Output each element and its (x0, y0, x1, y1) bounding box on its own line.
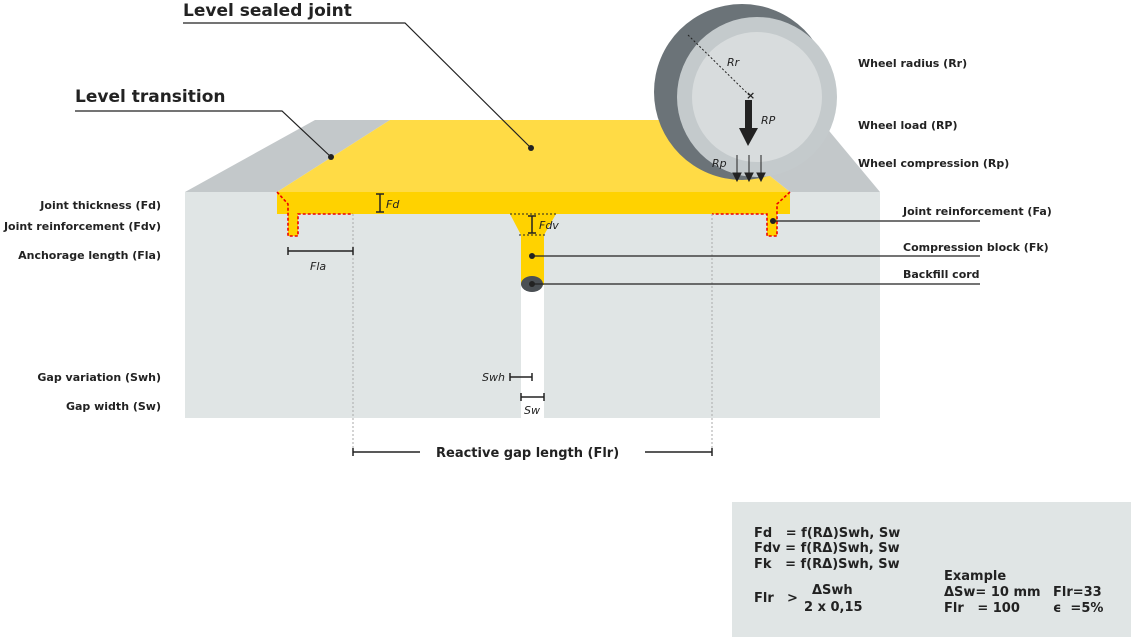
label-fdv: Joint reinforcement (Fdv) (3, 220, 161, 233)
formula-numerator: ΔSwh (812, 583, 853, 598)
wheel-hub (692, 32, 822, 162)
example-flr33: Flr=33 (1053, 585, 1102, 600)
formula-flr: Flr (754, 591, 774, 606)
label-backfill-cord: Backfill cord (903, 268, 980, 281)
sealed-joint-top (277, 120, 790, 192)
label-wheel-compression: Wheel compression (Rp) (858, 157, 1009, 170)
label-fd: Joint thickness (Fd) (39, 199, 161, 212)
formula-fd: Fd = f(RΔ)Swh, Sw (754, 526, 900, 541)
svg-text:×: × (746, 89, 755, 102)
fdv-dim: Fdv (539, 219, 559, 232)
formula-fdv: Fdv = f(RΔ)Swh, Sw (754, 541, 900, 556)
label-fa: Joint reinforcement (Fa) (902, 205, 1052, 218)
formula-denominator: 2 x 0,15 (804, 600, 863, 615)
compression-arrows (732, 155, 766, 183)
example-flr100: Flr = 100 (944, 601, 1020, 616)
joint-band (277, 192, 790, 214)
load-arrow (739, 100, 758, 146)
title-sealed-joint: Level sealed joint (183, 1, 352, 21)
label-fla: Anchorage length (Fla) (18, 249, 161, 262)
label-wheel-load: Wheel load (RP) (858, 119, 958, 132)
left-top-face (185, 120, 390, 192)
rr-dim: Rr (727, 56, 741, 69)
example-title: Example (944, 569, 1006, 584)
example-epsilon: ϵ =5% (1053, 601, 1103, 616)
RP-dim: RP (761, 114, 776, 127)
label-sw: Gap width (Sw) (66, 400, 161, 413)
formula-box (732, 502, 1131, 637)
fla-dim: Fla (310, 260, 326, 273)
compression-block (510, 214, 556, 285)
label-swh: Gap variation (Swh) (37, 371, 161, 384)
example-dsw: ΔSw= 10 mm (944, 585, 1041, 600)
sw-dim: Sw (524, 404, 540, 417)
swh-dim: Swh (482, 371, 505, 384)
formula-gt: > (787, 591, 798, 606)
formula-fk: Fk = f(RΔ)Swh, Sw (754, 557, 900, 572)
label-fk: Compression block (Fk) (903, 241, 1049, 254)
Rp-dim: Rp (712, 157, 727, 170)
title-level-transition: Level transition (75, 87, 226, 107)
reactive-gap-label: Reactive gap length (Flr) (436, 446, 619, 461)
fd-dim: Fd (386, 198, 400, 211)
label-rr: Wheel radius (Rr) (858, 57, 967, 70)
